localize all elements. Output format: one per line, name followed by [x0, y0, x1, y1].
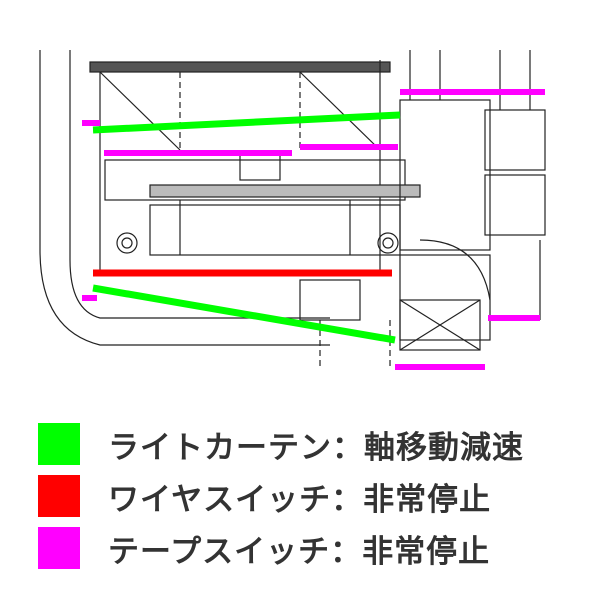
- light-curtain-line: [92, 111, 401, 134]
- legend: ライトカーテン：軸移動減速 ワイヤスイッチ：非常停止 テープスイッチ：非常停止: [38, 418, 524, 574]
- legend-item-light-curtain: ライトカーテン：軸移動減速: [38, 418, 524, 470]
- light-curtain-line: [92, 284, 396, 344]
- safety-device-overlays: [82, 89, 545, 370]
- legend-label: ライトカーテン：軸移動減速: [108, 429, 524, 466]
- green-swatch: [38, 423, 80, 465]
- legend-item-tape-switch: テープスイッチ：非常停止: [38, 522, 524, 574]
- legend-label: ワイヤスイッチ：非常停止: [108, 481, 492, 518]
- legend-item-wire-switch: ワイヤスイッチ：非常停止: [38, 470, 524, 522]
- legend-label: テープスイッチ：非常停止: [108, 533, 491, 570]
- red-swatch: [38, 475, 80, 517]
- magenta-swatch: [38, 527, 80, 569]
